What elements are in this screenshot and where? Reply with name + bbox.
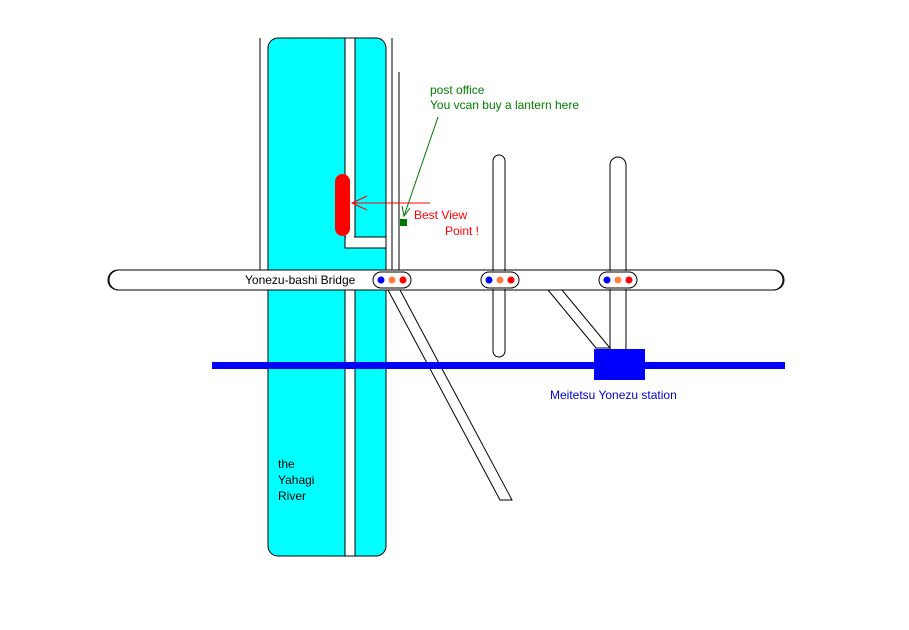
bridge-label: Yonezu-bashi Bridge [245, 273, 356, 287]
meitetsu-railway [212, 362, 785, 369]
north-road-1 [492, 154, 506, 358]
post-office-arrow [403, 116, 439, 217]
post-office-marker-icon [400, 219, 407, 226]
best-view-label-line1: Best View [414, 208, 467, 222]
north-road-2 [609, 156, 627, 356]
yahagi-river [267, 37, 387, 557]
post-office-label: post office [430, 83, 485, 97]
traffic-signal-icon [598, 271, 638, 289]
view-point-arrowhead [350, 195, 368, 211]
river-crossing-path [344, 236, 387, 249]
river-label-line2: Yahagi [278, 473, 314, 487]
meitetsu-yonezu-station [594, 349, 645, 380]
best-view-label-line2: Point ! [445, 224, 479, 238]
river-gap-fill [346, 236, 354, 239]
river-label-line3: River [278, 489, 306, 503]
station-label: Meitetsu Yonezu station [550, 388, 677, 402]
main-road-left-cap [107, 269, 119, 291]
station-access-road [546, 289, 612, 349]
main-road-overlay [110, 271, 782, 289]
river-levee-road-lower [344, 289, 356, 557]
post-office-arrowhead [401, 205, 411, 218]
view-point-marker-icon [335, 174, 350, 236]
lantern-note-label: You vcan buy a lantern here [430, 98, 579, 112]
main-road-right-cap [773, 269, 785, 291]
traffic-signal-icon [372, 271, 412, 289]
river-label-line1: the [278, 457, 295, 471]
traffic-signal-icon [480, 271, 520, 289]
